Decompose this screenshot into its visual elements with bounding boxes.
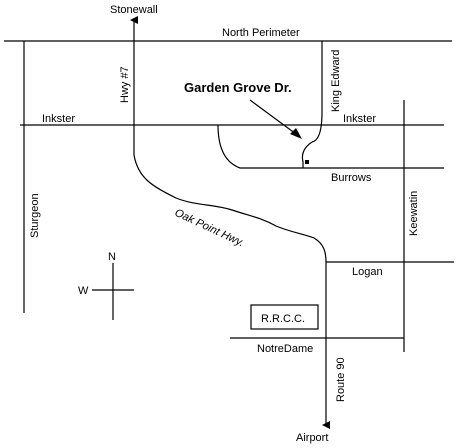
- oak-point-hwy-road: [133, 154, 327, 263]
- route90-label: Route 90: [335, 357, 347, 402]
- keewatin-label: Keewatin: [408, 191, 420, 236]
- rrcc-box: [250, 304, 319, 330]
- location-marker-icon: [305, 160, 309, 164]
- compass-icon: [92, 263, 134, 320]
- logan-label: Logan: [352, 266, 383, 278]
- inkster-west-label: Inkster: [42, 113, 75, 125]
- oak-point-hwy-label: Oak Point Hwy.: [173, 207, 246, 250]
- hwy7-label: Hwy #7: [119, 66, 131, 103]
- garden-grove-label: Garden Grove Dr.: [184, 80, 292, 95]
- callout-arrowhead-icon: [290, 128, 302, 139]
- callout-arrow-line: [249, 99, 297, 135]
- burrows-label: Burrows: [331, 172, 372, 184]
- rrcc-label: R.R.C.C.: [261, 313, 305, 325]
- king-edward-label: King Edward: [330, 50, 342, 112]
- north-perimeter-label: North Perimeter: [222, 27, 300, 39]
- stonewall-label: Stonewall: [110, 4, 158, 16]
- connector-road: [217, 124, 241, 169]
- king-edward-road: [311, 41, 323, 143]
- airport-label: Airport: [296, 432, 328, 444]
- compass-north-label: N: [108, 251, 116, 263]
- notre-dame-label: NotreDame: [257, 343, 313, 355]
- inkster-east-label: Inkster: [343, 113, 376, 125]
- garden-grove-road: [301, 141, 313, 168]
- compass-west-label: W: [78, 285, 89, 297]
- sturgeon-label: Sturgeon: [29, 193, 41, 238]
